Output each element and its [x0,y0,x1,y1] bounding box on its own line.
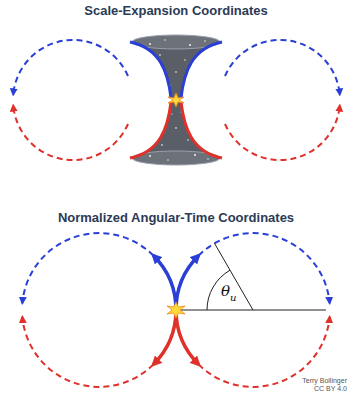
hourglass-universe [130,35,222,165]
angle-ray [215,243,254,310]
angle-subscript: u [230,292,236,304]
solid-orbits-bottom [153,256,198,365]
blue-dashed-arc [22,233,153,303]
red-solid-arc [176,310,199,364]
big-bang-burst [168,93,184,107]
angle-arc [207,270,230,310]
upper-funnel [132,42,220,98]
section-heading: Normalized Angular-Time Coordinates [0,210,352,226]
blue-solid-arc [176,256,199,310]
red-funnel-edge [181,102,222,158]
red-dashed-arc [225,105,340,160]
red-funnel-edge [130,102,171,158]
blue-funnel-edge [181,42,222,98]
red-dashed-arc [13,105,128,160]
blue-dashed-arc [13,40,128,95]
blue-dashed-arc [199,233,330,303]
red-solid-arc [153,310,176,364]
blue-solid-arc [153,256,176,310]
lower-funnel [132,102,220,158]
big-bang-burst [167,302,185,318]
angle-symbol: θ [221,283,230,300]
blue-dashed-arc [225,40,340,95]
blue-funnel-edge [130,42,171,98]
diagram-title: Scale-Expansion Coordinates [0,3,352,19]
license-watermark: CC BY 4.0 [313,385,348,393]
angle-construction [180,243,326,310]
author-watermark: Terry Bollinger [301,377,348,385]
dashed-orbits-bottom [22,233,329,387]
red-dashed-arc [22,317,153,387]
dashed-orbits-top [13,40,340,160]
